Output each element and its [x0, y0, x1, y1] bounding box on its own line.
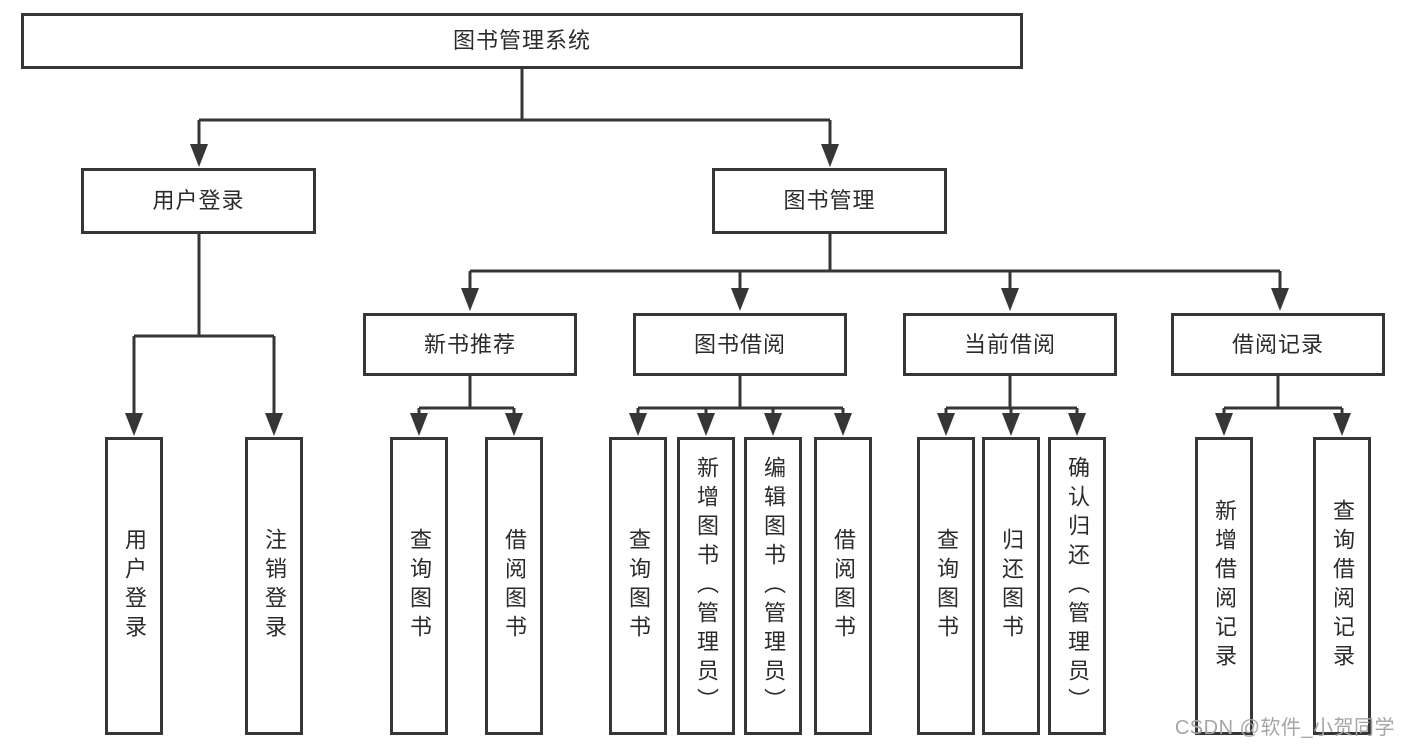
- leaf-add-book-admin-label: 新增图书（管理员）: [694, 455, 719, 717]
- node-borrow-record: 借阅记录: [1171, 313, 1385, 376]
- leaf-edit-book-admin: 编辑图书（管理员）: [744, 437, 802, 735]
- leaf-user-login: 用户登录: [105, 437, 163, 735]
- csdn-watermark: CSDN @软件_小贺同学: [1174, 717, 1395, 739]
- leaf-user-login-label: 用户登录: [122, 528, 147, 644]
- leaf-confirm-return-admin-label: 确认归还（管理员）: [1065, 455, 1090, 717]
- node-book-management: 图书管理: [712, 168, 947, 234]
- leaf-add-book-admin: 新增图书（管理员）: [677, 437, 735, 735]
- node-book-management-label: 图书管理: [783, 188, 876, 213]
- leaf-borrow-book-label: 借阅图书: [831, 528, 856, 644]
- leaf-query-borrow-record: 查询借阅记录: [1313, 437, 1371, 735]
- leaf-borrow-book-recommend: 借阅图书: [485, 437, 543, 735]
- leaf-logout: 注销登录: [245, 437, 303, 735]
- node-root: 图书管理系统: [21, 13, 1023, 69]
- leaf-edit-book-admin-label: 编辑图书（管理员）: [761, 455, 786, 717]
- leaf-return-book: 归还图书: [982, 437, 1040, 735]
- leaf-logout-label: 注销登录: [262, 528, 287, 644]
- leaf-add-borrow-record: 新增借阅记录: [1195, 437, 1253, 735]
- leaf-query-book-current-label: 查询图书: [934, 528, 959, 644]
- node-current-borrow: 当前借阅: [903, 313, 1117, 376]
- leaf-query-book-borrow-label: 查询图书: [626, 528, 651, 644]
- leaf-query-book-borrow: 查询图书: [609, 437, 667, 735]
- node-root-label: 图书管理系统: [452, 28, 591, 53]
- leaf-query-borrow-record-label: 查询借阅记录: [1330, 499, 1355, 673]
- leaf-query-book-recommend-label: 查询图书: [407, 528, 432, 644]
- leaf-query-book-recommend: 查询图书: [390, 437, 448, 735]
- node-book-borrow-label: 图书借阅: [693, 331, 786, 357]
- node-borrow-record-label: 借阅记录: [1231, 331, 1324, 357]
- leaf-borrow-book-recommend-label: 借阅图书: [502, 528, 527, 644]
- leaf-add-borrow-record-label: 新增借阅记录: [1212, 499, 1237, 673]
- node-new-book-recommend-label: 新书推荐: [423, 331, 516, 357]
- node-current-borrow-label: 当前借阅: [963, 331, 1056, 357]
- node-user-login: 用户登录: [81, 168, 316, 234]
- leaf-return-book-label: 归还图书: [999, 528, 1024, 644]
- node-book-borrow: 图书借阅: [633, 313, 847, 376]
- node-user-login-label: 用户登录: [152, 188, 245, 213]
- leaf-confirm-return-admin: 确认归还（管理员）: [1048, 437, 1106, 735]
- leaf-borrow-book: 借阅图书: [814, 437, 872, 735]
- leaf-query-book-current: 查询图书: [917, 437, 975, 735]
- node-new-book-recommend: 新书推荐: [363, 313, 577, 376]
